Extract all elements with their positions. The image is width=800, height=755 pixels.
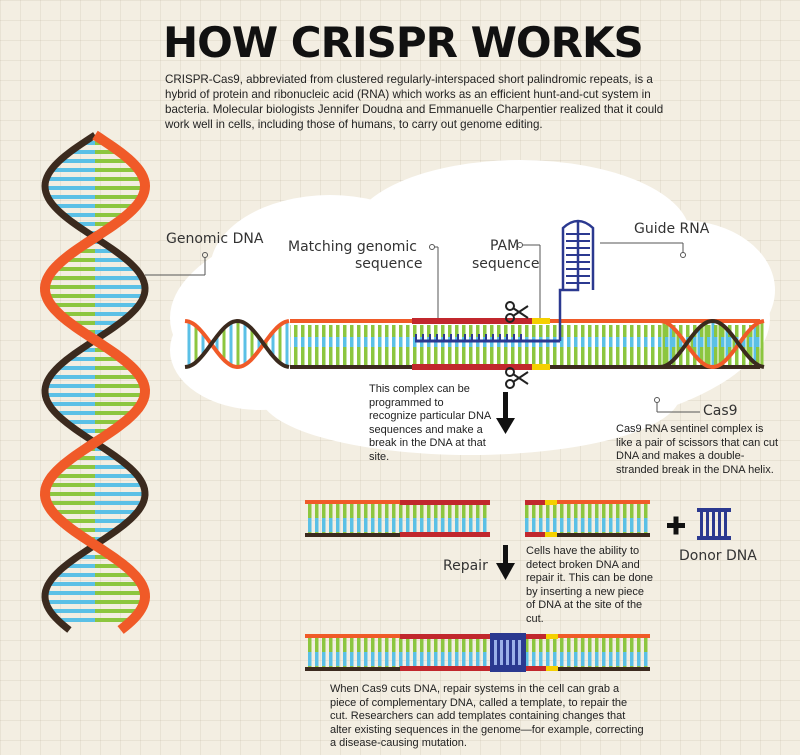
dna-strand (184, 318, 290, 369)
label-pam-line1: PAM (490, 238, 520, 254)
page-title: HOW CRISPR WORKS (163, 18, 644, 67)
cloud-background (170, 160, 775, 455)
label-repair: Repair (443, 558, 488, 574)
note-cas9: Cas9 RNA sentinel complex is like a pair… (616, 423, 779, 476)
plus-icon (667, 516, 685, 535)
dna-strand (659, 319, 765, 370)
pam-bottom (532, 364, 550, 370)
cut-dna-right (525, 500, 650, 537)
label-guide-rna: Guide RNA (634, 221, 710, 237)
leader-lines (145, 242, 700, 413)
dna-strand (184, 319, 290, 370)
note-cells: Cells have the ability to detect broken … (526, 545, 653, 625)
note-bottom: When Cas9 cuts DNA, repair systems in th… (330, 683, 644, 749)
label-matching-line2: sequence (355, 256, 423, 272)
scissors-icon (505, 301, 529, 323)
pam-top (532, 318, 550, 324)
note-complex: This complex can be programmed to recogn… (369, 383, 491, 463)
label-pam-line2: sequence (472, 256, 540, 272)
matching-sequence-bottom (412, 364, 532, 370)
repaired-dna (305, 633, 650, 672)
donor-dna-icon (697, 508, 731, 540)
guide-rna-hairpin (561, 219, 595, 290)
down-arrow-icon (496, 392, 515, 434)
label-cas9: Cas9 (703, 403, 738, 419)
intro-paragraph: CRISPR-Cas9, abbreviated from clustered … (165, 73, 664, 131)
label-matching-line1: Matching genomic (288, 239, 417, 255)
dna-strand (659, 318, 765, 369)
matching-sequence-top (412, 318, 532, 324)
dna-strand (39, 130, 151, 634)
label-donor-dna: Donor DNA (679, 548, 757, 564)
scissors-icon (505, 367, 529, 389)
genomic-dna-helix (39, 130, 151, 634)
target-dna-helix (184, 222, 765, 370)
cut-dna-left (305, 500, 490, 537)
down-arrow-icon (496, 545, 515, 580)
label-genomic-dna: Genomic DNA (166, 231, 264, 247)
